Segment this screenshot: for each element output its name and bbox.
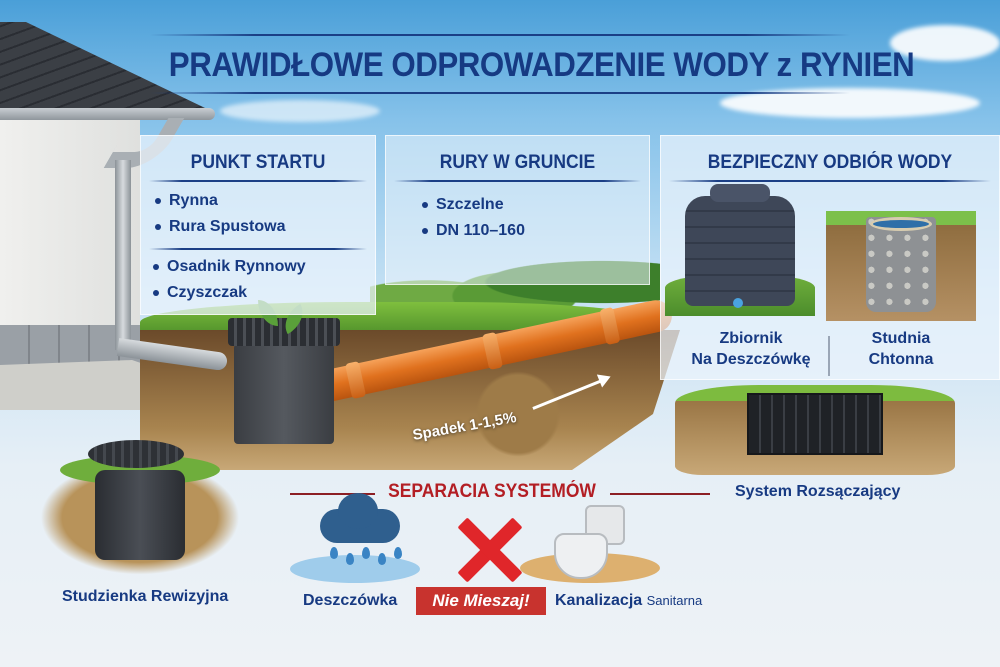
well-ring bbox=[95, 470, 185, 560]
list-item-label: DN 110–160 bbox=[436, 222, 525, 239]
panel-rule bbox=[149, 248, 367, 250]
bullet-list: Rynna Rura Spustowa bbox=[141, 182, 375, 240]
tank-tap-icon bbox=[733, 298, 743, 308]
panel-title: RURY W GRUNCIE bbox=[439, 152, 596, 173]
inspection-well-caption: Studzienka Rewizyjna bbox=[62, 588, 229, 605]
list-item-label: Szczelne bbox=[436, 196, 504, 213]
do-not-mix-badge: Nie Mieszaj! bbox=[416, 587, 546, 615]
page-title: PRAWIDŁOWE ODPROWADZENIE WODY z RYNIEN bbox=[168, 46, 915, 84]
toilet-icon bbox=[520, 505, 660, 585]
raindrop-icon bbox=[394, 547, 402, 559]
list-item: Osadnik Rynnowy bbox=[153, 254, 375, 280]
separation-title: SEPARACIA SYSTEMÓW bbox=[388, 481, 596, 502]
raindrop-icon bbox=[362, 547, 370, 559]
puddle bbox=[290, 555, 420, 583]
list-item: Szczelne bbox=[422, 192, 649, 218]
cloud-decoration bbox=[890, 25, 1000, 61]
panel-title: BEZPIECZNY ODBIÓR WODY bbox=[707, 152, 953, 173]
list-item-label: Osadnik Rynnowy bbox=[167, 258, 306, 275]
list-item-label: Czyszczak bbox=[167, 284, 248, 301]
settler-body bbox=[234, 344, 334, 444]
inspection-well-icon bbox=[40, 440, 240, 575]
list-item-label: Rynna bbox=[169, 192, 218, 209]
title-banner: PRAWIDŁOWE ODPROWADZENIE WODY z RYNIEN bbox=[140, 28, 915, 100]
bullet-icon bbox=[422, 228, 428, 234]
soakaway-well-icon bbox=[826, 211, 976, 321]
list-item: Rura Spustowa bbox=[155, 214, 375, 240]
tank-caption-line1: Zbiornik bbox=[719, 330, 783, 347]
panel-title: PUNKT STARTU bbox=[190, 152, 326, 173]
pipe-joint bbox=[599, 306, 621, 346]
panel-start-point: PUNKT STARTU Rynna Rura Spustowa Osadnik… bbox=[140, 135, 376, 315]
sewage-caption: Kanalizacja Sanitarna bbox=[555, 592, 702, 610]
sewage-caption-main: Kanalizacja bbox=[555, 592, 643, 609]
raindrop-icon bbox=[330, 547, 338, 559]
bullet-icon bbox=[422, 202, 428, 208]
panel-rule bbox=[394, 180, 641, 182]
bullet-list: Szczelne DN 110–160 bbox=[386, 182, 649, 244]
cloud-decoration bbox=[220, 100, 380, 122]
bullet-list: Osadnik Rynnowy Czyszczak bbox=[141, 250, 375, 306]
settler-grate bbox=[228, 318, 340, 346]
rainwater-tank-icon bbox=[685, 184, 795, 306]
tank-caption: Zbiornik Na Deszczówkę bbox=[681, 328, 821, 370]
panel-rule bbox=[669, 180, 991, 182]
list-item: Rynna bbox=[155, 188, 375, 214]
raindrop-icon bbox=[378, 553, 386, 565]
title-rule-bottom bbox=[150, 92, 850, 94]
well-stones bbox=[866, 217, 936, 312]
well-lid bbox=[88, 440, 184, 468]
sewage-caption-small: Sanitarna bbox=[646, 593, 703, 608]
toilet-bowl bbox=[554, 533, 608, 579]
caption-separator bbox=[828, 336, 830, 376]
bullet-icon bbox=[155, 198, 161, 204]
tank-caption-line2: Na Deszczówkę bbox=[691, 351, 811, 368]
cloud-shape bbox=[320, 493, 400, 543]
infiltration-caption: System Rozsączający bbox=[735, 483, 901, 500]
well-water bbox=[870, 217, 932, 231]
separation-rule-right bbox=[610, 493, 710, 495]
list-item: DN 110–160 bbox=[422, 218, 649, 244]
panel-rule bbox=[149, 180, 367, 182]
raindrop-icon bbox=[346, 553, 354, 565]
downpipe-icon bbox=[115, 160, 131, 350]
rainwater-caption: Deszczówka bbox=[303, 592, 398, 609]
panel-safe-water-discharge: BEZPIECZNY ODBIÓR WODY Zbiornik Na Deszc… bbox=[660, 135, 1000, 380]
well-caption: Studnia Chtonna bbox=[841, 328, 961, 370]
crate-body bbox=[747, 393, 883, 455]
pipe-joint bbox=[481, 331, 504, 371]
infiltration-crate-icon bbox=[675, 385, 955, 475]
bullet-icon bbox=[153, 290, 159, 296]
pipe-joint bbox=[344, 361, 367, 400]
rain-cloud-icon bbox=[290, 493, 420, 585]
title-rule-top bbox=[150, 34, 850, 36]
well-caption-line1: Studnia bbox=[871, 330, 931, 347]
list-item: Czyszczak bbox=[153, 280, 375, 306]
red-x-icon bbox=[455, 515, 525, 585]
bullet-icon bbox=[153, 264, 159, 270]
well-caption-line2: Chtonna bbox=[868, 351, 934, 368]
separation-rule-left bbox=[290, 493, 375, 495]
bullet-icon bbox=[155, 224, 161, 230]
list-item-label: Rura Spustowa bbox=[169, 218, 286, 235]
gutter-settler-icon bbox=[228, 300, 340, 444]
panel-pipes-in-ground: RURY W GRUNCIE Szczelne DN 110–160 bbox=[385, 135, 650, 285]
gutter-icon bbox=[0, 108, 215, 120]
